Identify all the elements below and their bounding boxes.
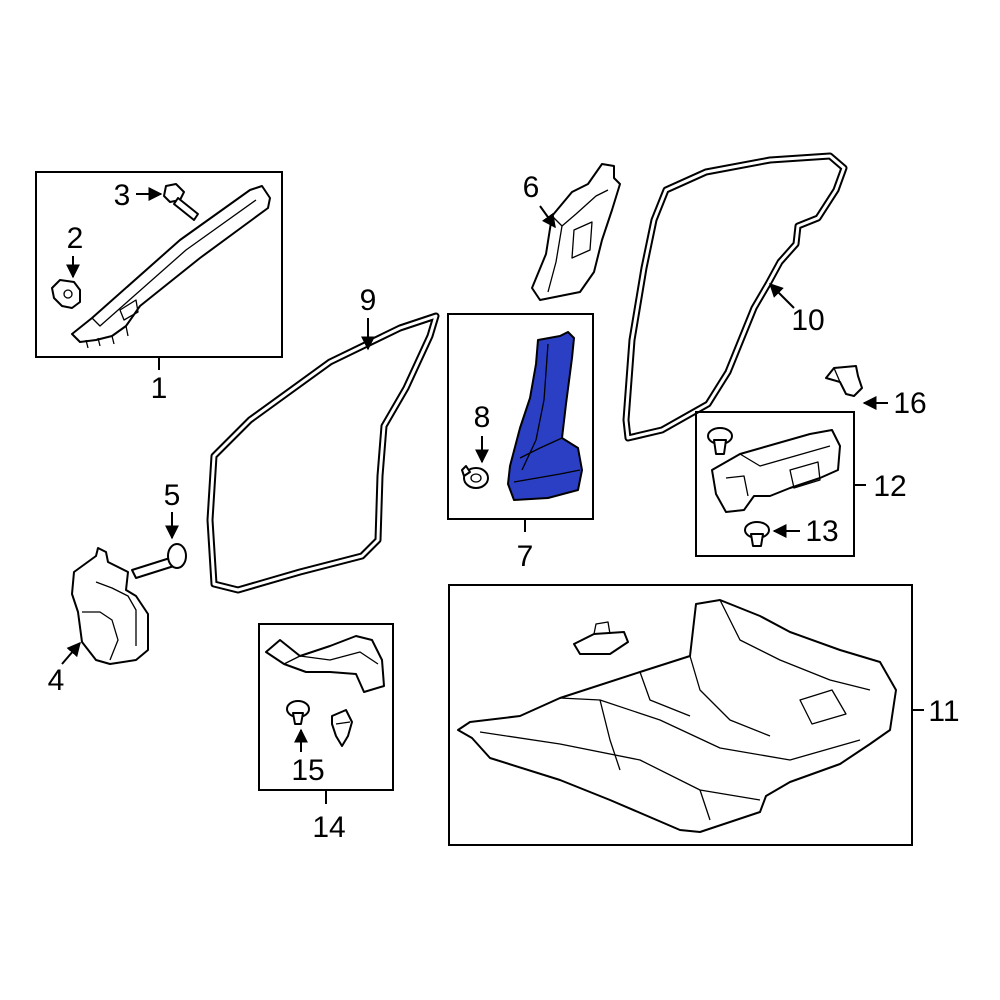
callout-7[interactable]: 7 bbox=[517, 540, 534, 573]
part-sill-trim-12[interactable] bbox=[711, 429, 841, 513]
callout-14[interactable]: 14 bbox=[312, 811, 345, 844]
part-lower-pillar-trim-7[interactable] bbox=[507, 331, 583, 501]
part-floor-clip-11[interactable] bbox=[573, 621, 629, 655]
part-weatherstrip-10[interactable] bbox=[622, 152, 848, 442]
part-trim-14[interactable] bbox=[265, 635, 385, 693]
part-clip-14b[interactable] bbox=[331, 709, 353, 747]
part-bolt-5[interactable] bbox=[131, 543, 187, 579]
callout-6[interactable]: 6 bbox=[523, 171, 540, 204]
part-bracket-4[interactable] bbox=[71, 547, 149, 665]
part-clip-12a[interactable] bbox=[707, 427, 733, 455]
callout-4[interactable]: 4 bbox=[48, 664, 65, 697]
part-clip-13[interactable] bbox=[744, 521, 770, 547]
part-clip-2[interactable] bbox=[51, 279, 81, 309]
part-clip-15[interactable] bbox=[286, 700, 310, 725]
callout-11[interactable]: 11 bbox=[928, 695, 959, 728]
callout-2[interactable]: 2 bbox=[67, 222, 84, 255]
group-box-11 bbox=[448, 584, 913, 846]
callout-13[interactable]: 13 bbox=[805, 515, 838, 548]
callout-9[interactable]: 9 bbox=[360, 284, 377, 317]
group-box-7 bbox=[447, 313, 594, 520]
part-upper-pillar-trim-6[interactable] bbox=[531, 163, 621, 301]
callout-12[interactable]: 12 bbox=[873, 470, 906, 503]
callout-16[interactable]: 16 bbox=[893, 387, 926, 420]
part-front-pillar-trim[interactable] bbox=[71, 185, 271, 349]
callout-5[interactable]: 5 bbox=[164, 479, 181, 512]
callout-3[interactable]: 3 bbox=[114, 179, 131, 212]
part-floor-carpet-11[interactable] bbox=[457, 599, 897, 833]
part-clip-8[interactable] bbox=[461, 465, 489, 489]
callout-8[interactable]: 8 bbox=[474, 401, 491, 434]
callout-10[interactable]: 10 bbox=[791, 304, 824, 337]
callout-1[interactable]: 1 bbox=[151, 372, 168, 405]
part-bracket-16[interactable] bbox=[825, 365, 863, 397]
callout-15[interactable]: 15 bbox=[291, 754, 324, 787]
part-bolt-3[interactable] bbox=[163, 183, 199, 221]
